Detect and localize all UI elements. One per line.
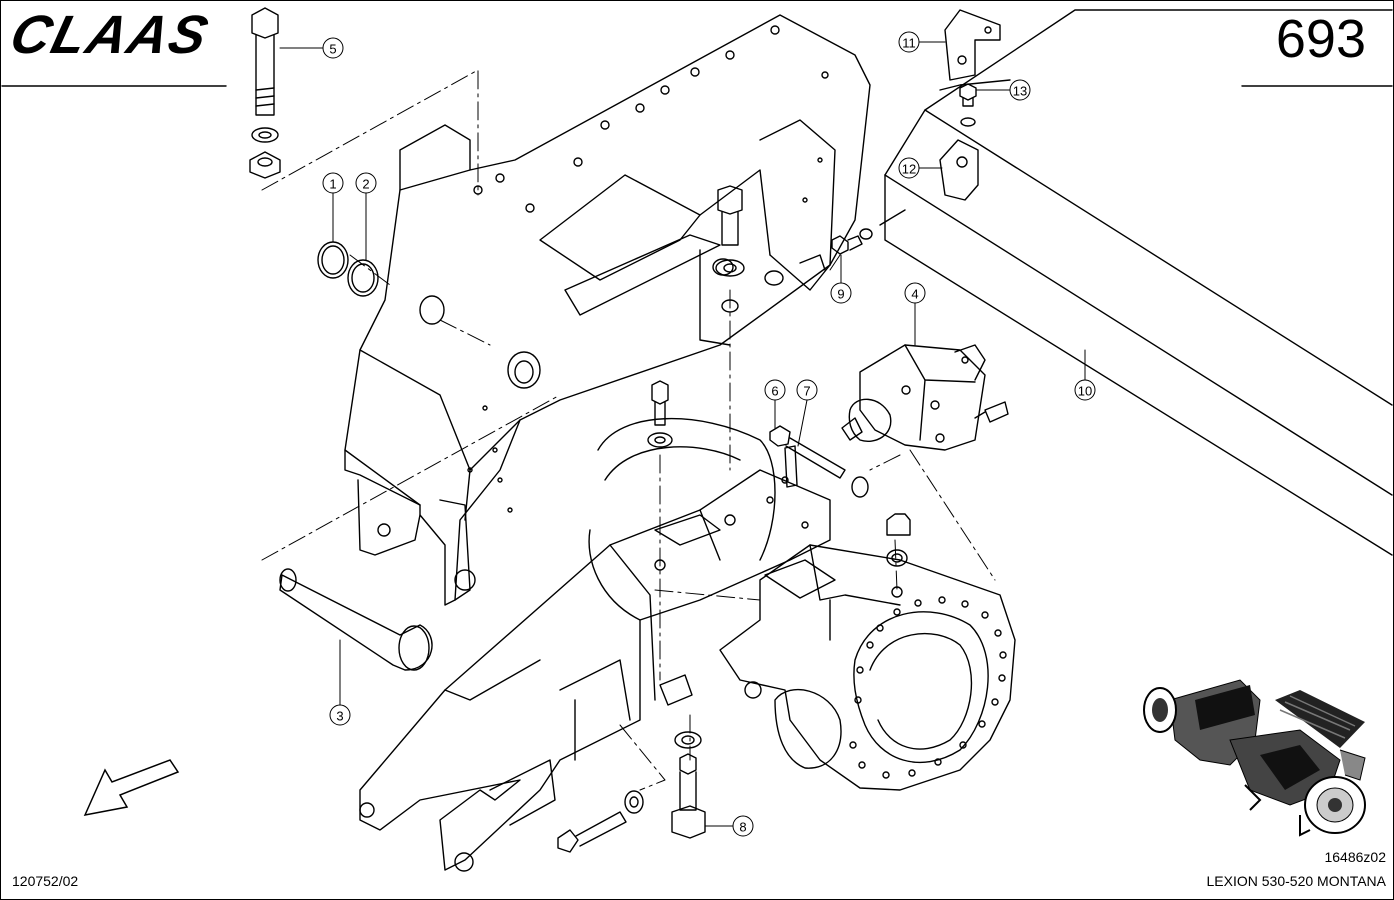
callout-5: 5 xyxy=(329,42,336,57)
long-bolt-5 xyxy=(249,7,281,179)
hydraulic-motor xyxy=(841,344,986,451)
bolt-socket-mid xyxy=(647,380,673,448)
machine-overview-icon xyxy=(1143,679,1366,837)
bracket-11 xyxy=(944,9,1001,81)
bushing-and-bolt-8 xyxy=(659,674,706,839)
callout-7: 7 xyxy=(803,384,810,399)
swing-axle-beam xyxy=(359,418,831,872)
cross-member-beam xyxy=(884,9,1393,556)
bracket-12 xyxy=(939,139,979,201)
callout-9: 9 xyxy=(837,287,844,302)
bolt-9 xyxy=(831,209,906,255)
page-number: 693 xyxy=(1275,9,1366,69)
bolt-lower-left xyxy=(557,790,644,853)
bolt-socket-top xyxy=(715,185,745,277)
axle-frame-housing xyxy=(344,14,871,606)
document-code: 120752/02 xyxy=(12,873,79,889)
drawing-code: 16486z02 xyxy=(1324,849,1386,865)
callout-4: 4 xyxy=(911,287,918,302)
bolt-13 xyxy=(959,83,977,127)
callout-graphics xyxy=(279,31,1096,837)
callout-8: 8 xyxy=(739,820,746,835)
callout-11: 11 xyxy=(902,36,916,51)
callout-13: 13 xyxy=(1013,84,1027,99)
callout-10: 10 xyxy=(1078,384,1092,399)
model-name: LEXION 530-520 MONTANA xyxy=(1206,873,1386,889)
direction-arrow-icon xyxy=(83,759,180,817)
callout-labels: 1 2 3 4 5 6 7 8 9 10 11 12 13 xyxy=(329,36,1092,835)
callout-6: 6 xyxy=(771,384,778,399)
bolt-6-7 xyxy=(769,425,869,498)
bolt-motor-side xyxy=(974,401,1009,423)
callout-3: 3 xyxy=(336,709,343,724)
wheel-hub-housing xyxy=(719,544,1016,791)
pivot-pin-3 xyxy=(279,568,433,671)
breather-fitting xyxy=(886,513,911,567)
callout-12: 12 xyxy=(902,162,916,177)
callout-2: 2 xyxy=(362,177,369,192)
callout-1: 1 xyxy=(329,177,336,192)
snap-rings xyxy=(317,241,379,297)
assembly-lines xyxy=(261,69,996,791)
